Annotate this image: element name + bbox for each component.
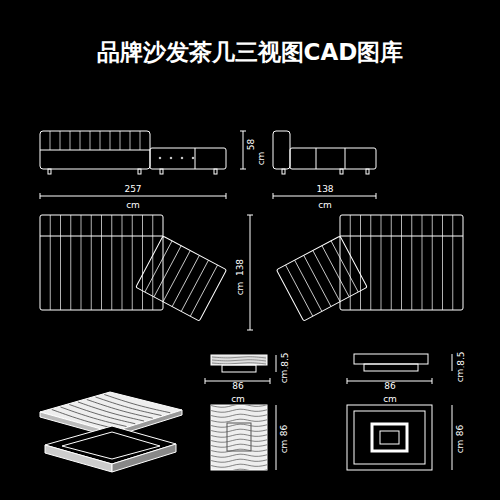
dimension-value: 86	[383, 382, 396, 391]
coffee-table-a-views	[205, 355, 276, 472]
unit-label: cm	[258, 150, 267, 166]
dimension-lines	[40, 131, 376, 330]
unit-label: cm	[382, 395, 398, 404]
unit-label: cm	[457, 367, 466, 383]
sofa-top-view-right	[276, 215, 463, 321]
coffee-table-b-views	[347, 354, 452, 470]
dimension-value: 138	[237, 257, 246, 276]
unit-label: cm	[317, 201, 333, 210]
unit-label: cm	[457, 438, 466, 454]
unit-label: cm	[230, 395, 246, 404]
dimension-value: 257	[123, 185, 142, 194]
unit-label: cm	[281, 438, 290, 454]
unit-label: cm	[125, 201, 141, 210]
unit-label: cm	[281, 368, 290, 384]
dimension-value: 86	[456, 423, 465, 436]
sofa-top-view-left	[40, 215, 227, 321]
dimension-value: 138	[315, 185, 334, 194]
unit-label: cm	[237, 280, 246, 296]
dimension-value: 86	[280, 423, 289, 436]
dimension-value: 58	[247, 137, 256, 150]
title: 品牌沙发茶几三视图CAD图库	[97, 41, 404, 64]
sofa-side-view	[273, 131, 376, 174]
coffee-table-perspective	[40, 392, 182, 472]
dimension-value: 86	[231, 382, 244, 391]
sofa-front-view	[40, 131, 226, 174]
